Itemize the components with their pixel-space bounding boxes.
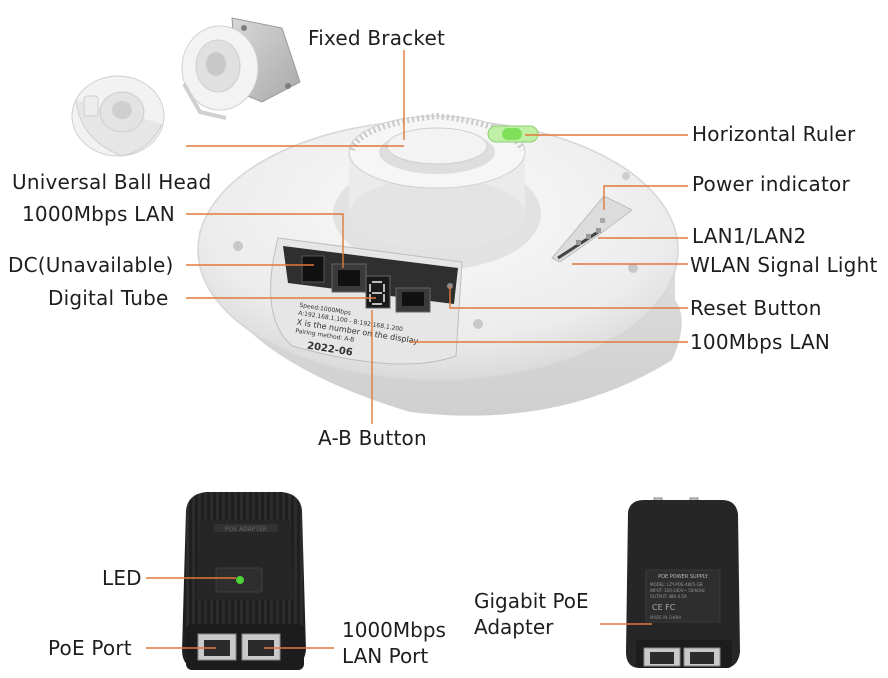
label-universal-ball-head: Universal Ball Head <box>12 170 212 194</box>
access-point-device: Speed:1000Mbps A:192.168.1.100 - B:192.1… <box>197 112 682 416</box>
gigabit-poe-adapter: POE POWER SUPPLY MODEL: LZY-POE-4805-GB … <box>626 497 740 668</box>
label-1000mbps-lan: 1000Mbps LAN <box>22 202 175 226</box>
injector-top-text: POE ADAPTER <box>225 526 267 533</box>
leader-reset <box>449 286 688 309</box>
led-dot <box>236 576 244 584</box>
adapter-label-title: POE POWER SUPPLY <box>658 574 709 580</box>
label-power-indicator: Power indicator <box>692 172 850 196</box>
label-fixed-bracket: Fixed Bracket <box>308 26 445 50</box>
leader-lines <box>146 50 688 649</box>
label-gigabit-poe-adapter-line2: Adapter <box>474 615 554 639</box>
label-lan1-lan2: LAN1/LAN2 <box>692 224 807 248</box>
label-poe-port: PoE Port <box>48 636 132 660</box>
indicator-window <box>551 195 633 263</box>
label-digital-tube: Digital Tube <box>48 286 169 310</box>
label-wlan-signal-light: WLAN Signal Light <box>690 253 878 277</box>
label-1000mbps-lan-port-line1: 1000Mbps <box>342 618 446 642</box>
port-panel: Speed:1000Mbps A:192.168.1.100 - B:192.1… <box>270 237 463 365</box>
label-gigabit-poe-adapter: Gigabit PoE Adapter <box>474 588 589 640</box>
leader-1000-lan <box>186 213 344 268</box>
label-reset-button: Reset Button <box>690 296 822 320</box>
label-1000mbps-lan-port: 1000Mbps LAN Port <box>342 617 446 669</box>
adapter-marks: CE FC <box>652 603 676 612</box>
label-ab-button: A-B Button <box>318 426 427 450</box>
adapter-made: MADE IN CHINA <box>650 615 681 620</box>
horizontal-ruler-bubble <box>487 125 539 143</box>
mount-boss <box>333 112 541 270</box>
label-led: LED <box>102 566 142 590</box>
dc-port <box>301 255 325 283</box>
label-gigabit-poe-adapter-line1: Gigabit PoE <box>474 589 589 613</box>
label-horizontal-ruler: Horizontal Ruler <box>692 122 856 146</box>
adapter-label-2: INPUT: 100-240V~ 50/60Hz <box>650 588 705 593</box>
adapter-label-1: MODEL: LZY-POE-4805-GB <box>650 582 703 587</box>
universal-ball-head <box>71 75 165 157</box>
fixed-bracket <box>181 17 301 120</box>
label-1000mbps-lan-port-line2: LAN Port <box>342 644 429 668</box>
adapter-label-3: OUTPUT: 48V 0.5A <box>650 594 687 599</box>
label-100mbps-lan: 100Mbps LAN <box>690 330 831 354</box>
poe-injector: POE ADAPTER <box>182 492 306 670</box>
leader-power-indicator <box>603 185 688 210</box>
label-dc-unavailable: DC(Unavailable) <box>8 253 174 277</box>
